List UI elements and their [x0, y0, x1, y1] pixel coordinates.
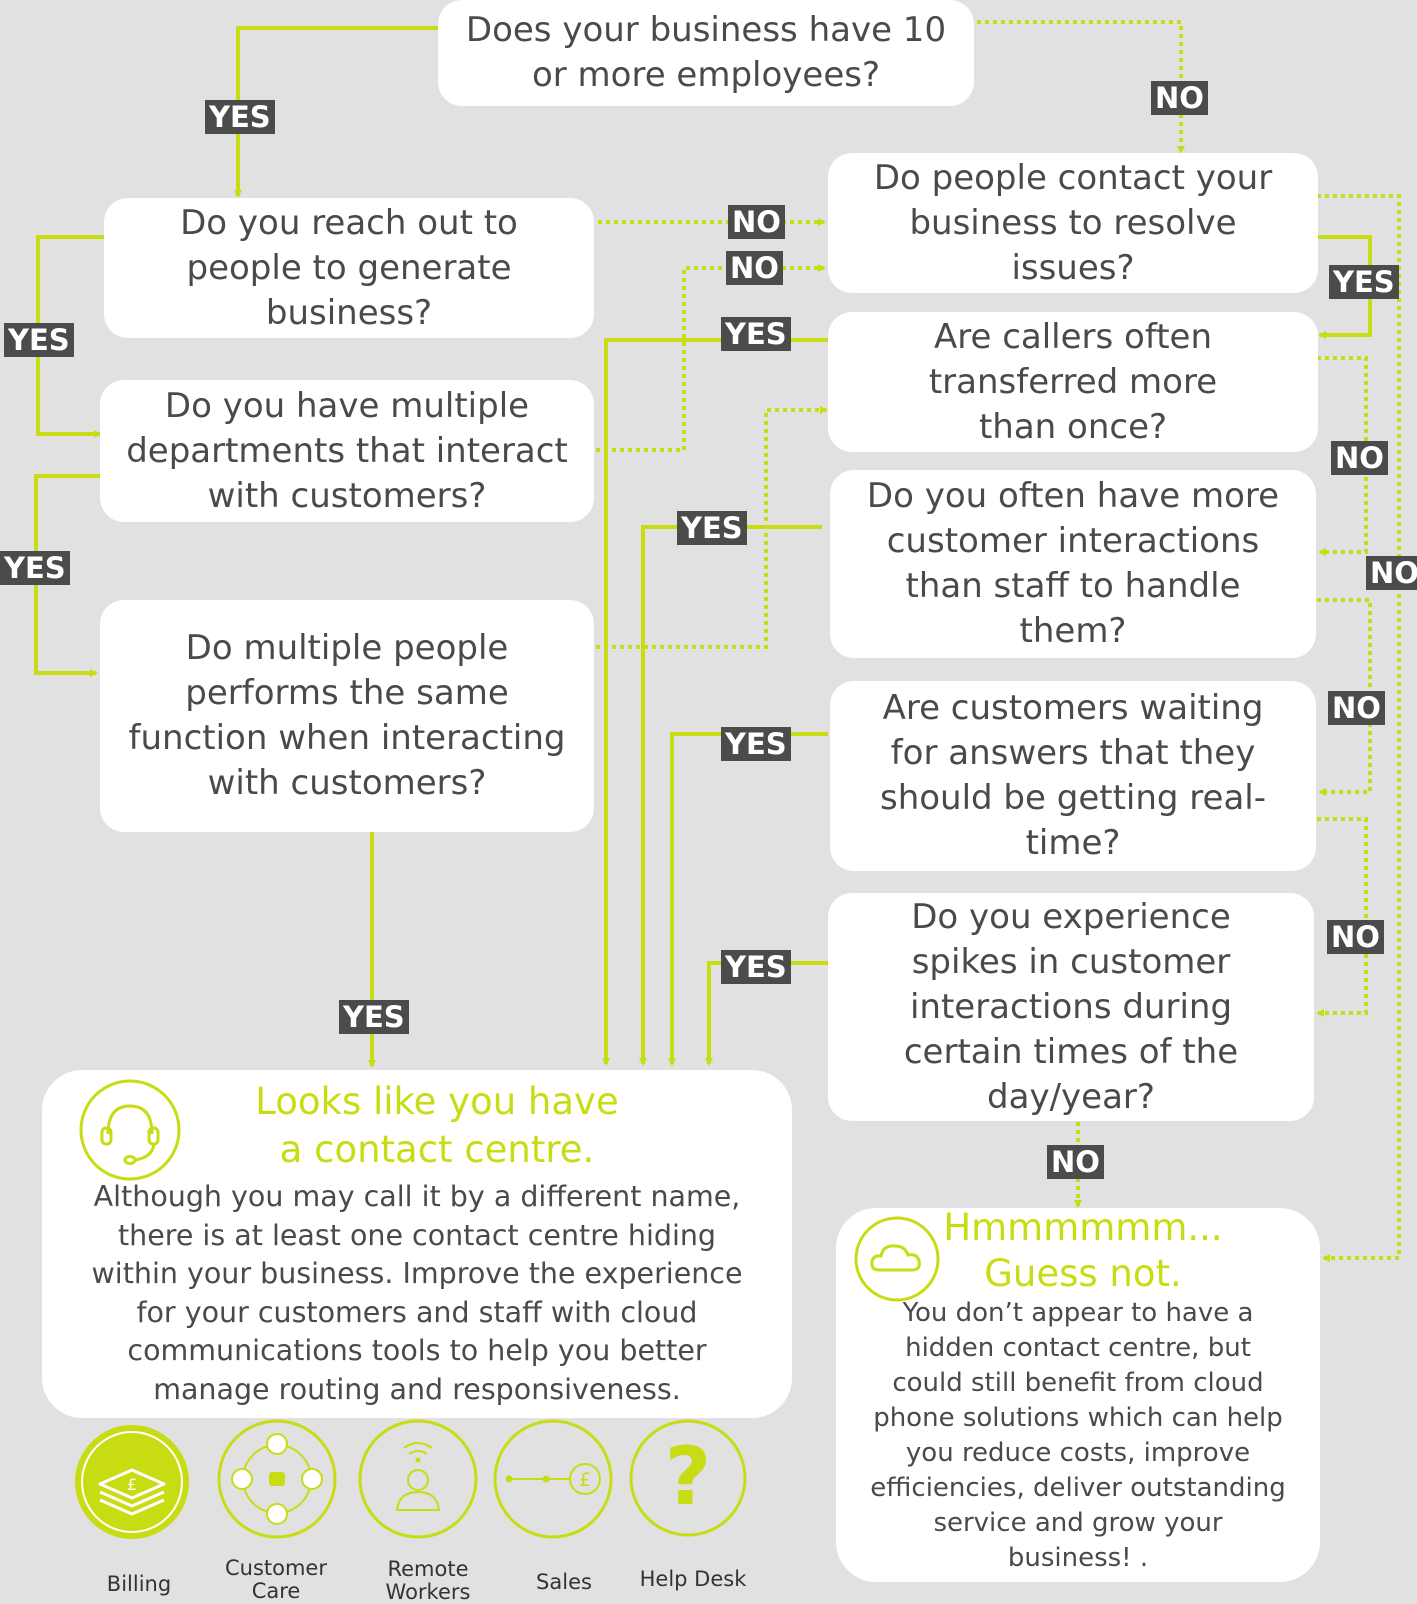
label-no: NO: [1331, 441, 1388, 475]
svg-text:£: £: [127, 1475, 137, 1494]
label-yes: YES: [721, 950, 791, 984]
question-interactions-vs-staff: Do you often have more customer interact…: [830, 470, 1316, 658]
billing-stack-icon: £: [73, 1423, 191, 1541]
connector-q7-no: [1317, 598, 1372, 796]
label-no: NO: [1151, 81, 1208, 115]
question-resolve-issues: Do people contact your business to resol…: [828, 153, 1318, 293]
question-transferred: Are callers often transferred more than …: [828, 312, 1318, 452]
role-label-remote-workers: Remote Workers: [385, 1557, 471, 1604]
role-label-billing: Billing: [106, 1572, 172, 1596]
label-no: NO: [1366, 556, 1417, 590]
question-outreach: Do you reach out to people to generate b…: [104, 198, 594, 338]
sales-pound-icon: £: [493, 1419, 613, 1539]
label-no: NO: [1047, 1145, 1104, 1179]
result-yes-title-line1: Looks like you have: [255, 1080, 619, 1123]
result-no-body: You don’t appear to have a hidden contac…: [870, 1298, 1286, 1573]
connector-q3-no: [596, 264, 826, 452]
question-waiting-answers: Are customers waiting for answers that t…: [830, 681, 1316, 871]
label-yes: YES: [677, 511, 747, 545]
connector-q8-yes: [668, 732, 828, 1066]
result-yes-body: Although you may call it by a different …: [91, 1180, 743, 1406]
customer-care-network-icon: [217, 1419, 337, 1539]
label-yes: YES: [721, 317, 791, 351]
label-yes: YES: [205, 100, 275, 134]
svg-text:£: £: [579, 1469, 591, 1491]
result-yes-title-line2: a contact centre.: [279, 1128, 595, 1171]
label-no: NO: [726, 251, 783, 285]
label-no: NO: [1327, 920, 1384, 954]
question-departments: Do you have multiple departments that in…: [100, 380, 594, 522]
remote-worker-icon: [358, 1419, 478, 1539]
label-yes: YES: [4, 323, 74, 357]
result-no-title-line2: Guess not.: [984, 1252, 1182, 1295]
role-label-customer-care: Customer Care: [224, 1556, 327, 1603]
label-yes: YES: [0, 551, 70, 585]
label-no: NO: [728, 205, 785, 239]
label-yes: YES: [721, 727, 791, 761]
result-guess-not: Hmmmmmm... Guess not. You don’t appear t…: [836, 1206, 1320, 1582]
question-mark-icon: ?: [629, 1419, 747, 1537]
question-same-function: Do multiple people performs the same fun…: [100, 600, 594, 832]
role-label-help-desk: Help Desk: [639, 1567, 747, 1591]
label-yes: YES: [339, 1000, 409, 1034]
role-label-sales: Sales: [536, 1570, 592, 1594]
result-no-title-line1: Hmmmmmm...: [943, 1206, 1223, 1249]
connector-q1-yes: [234, 26, 440, 198]
connector-q8-no: [1316, 817, 1368, 1017]
result-contact-centre: Looks like you have a contact centre. Al…: [42, 1070, 792, 1418]
label-no: NO: [1328, 691, 1385, 725]
question-spikes: Do you experience spikes in customer int…: [828, 893, 1314, 1121]
question-employees: Does your business have 10 or more emplo…: [438, 0, 974, 106]
connector-q5-no: [1317, 194, 1401, 1262]
headset-icon: [79, 1079, 181, 1181]
connector-q4-no: [596, 406, 828, 649]
svg-text:?: ?: [665, 1430, 711, 1523]
connector-q7-yes: [639, 525, 822, 1066]
label-yes: YES: [1329, 265, 1399, 299]
cloud-icon: [854, 1216, 940, 1302]
